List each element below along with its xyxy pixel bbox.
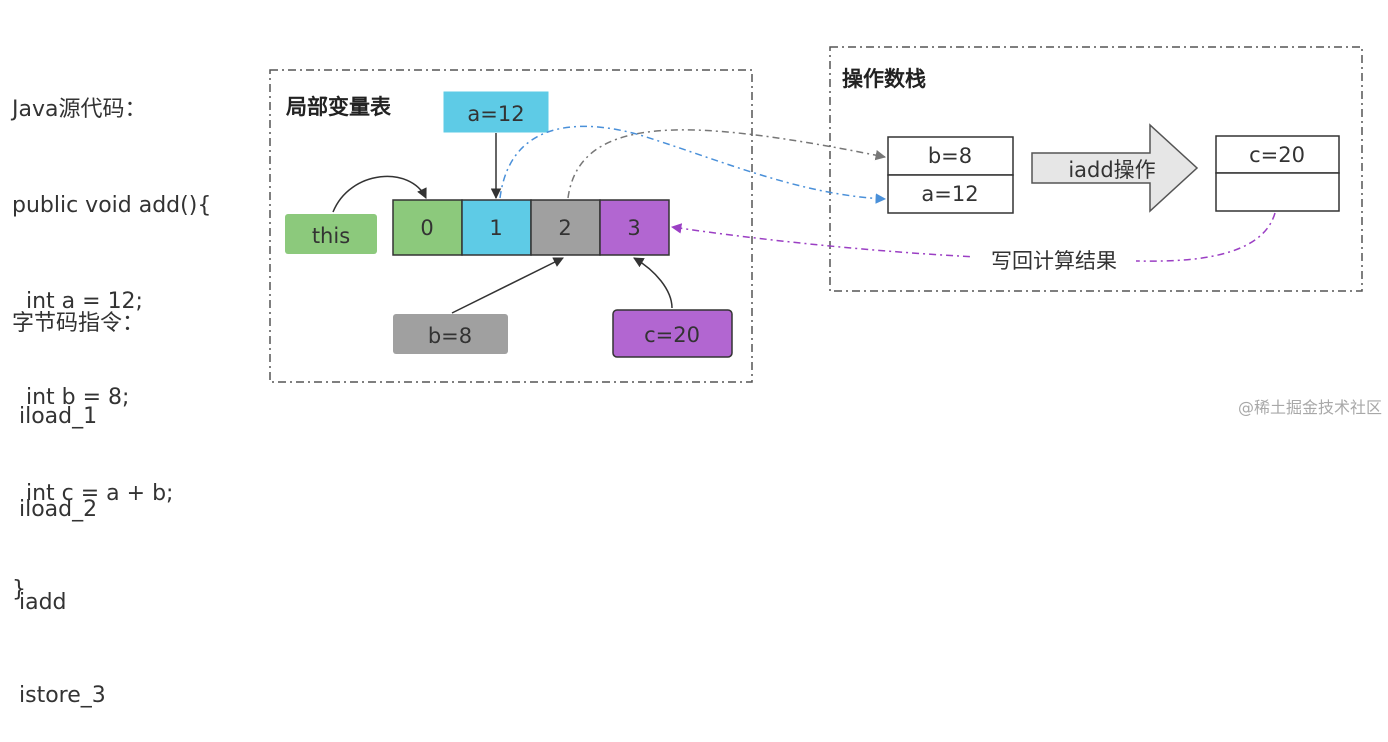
this-label: this bbox=[312, 224, 350, 248]
bytecode-title: 字节码指令： bbox=[12, 311, 145, 336]
result-top-value: c=20 bbox=[1249, 143, 1305, 167]
iadd-operation-arrow bbox=[1031, 123, 1199, 213]
stack-top-value: b=8 bbox=[928, 144, 972, 168]
a-value-label: a=12 bbox=[467, 102, 524, 126]
b-value-label: b=8 bbox=[428, 324, 472, 348]
c-value-box bbox=[612, 309, 733, 358]
slot-3 bbox=[599, 199, 670, 256]
result-top-cell bbox=[1215, 135, 1340, 174]
operand-stack-title: 操作数栈 bbox=[842, 67, 926, 91]
local-var-table-frame bbox=[269, 69, 753, 383]
watermark: @稀土掘金技术社区 bbox=[1237, 398, 1382, 417]
stack-bottom-value: a=12 bbox=[921, 182, 978, 206]
slot-1-index: 1 bbox=[489, 216, 502, 240]
code-line: int b = 8; bbox=[12, 385, 130, 410]
bytecode-line: iload_1 bbox=[12, 404, 98, 429]
load-b-arrow bbox=[567, 129, 887, 199]
bytecode-line: istore_3 bbox=[12, 683, 106, 708]
c-value-label: c=20 bbox=[644, 323, 700, 347]
this-box bbox=[285, 214, 377, 254]
write-back-label: 写回计算结果 bbox=[991, 249, 1117, 273]
stack-top-cell bbox=[887, 136, 1014, 176]
load-a-arrow bbox=[499, 125, 887, 204]
slot-0-index: 0 bbox=[420, 216, 433, 240]
c-to-slot3-arrow bbox=[633, 257, 673, 309]
b-to-slot2-arrow bbox=[451, 257, 564, 314]
local-var-table-title: 局部变量表 bbox=[286, 95, 392, 119]
code-line: int a = 12; bbox=[12, 289, 143, 314]
slot-1 bbox=[461, 199, 532, 256]
java-source-title: Java源代码： bbox=[12, 97, 147, 122]
this-to-slot0-arrow bbox=[332, 175, 427, 213]
iadd-operation-label: iadd操作 bbox=[1068, 158, 1155, 182]
slot-0 bbox=[392, 199, 463, 256]
slot-2 bbox=[530, 199, 601, 256]
write-back-label-bg bbox=[972, 245, 1136, 275]
stack-bottom-cell bbox=[887, 174, 1014, 214]
b-value-box bbox=[393, 314, 508, 354]
bytecode-line: iload_2 bbox=[12, 497, 98, 522]
a-value-box bbox=[443, 91, 549, 133]
operand-stack-frame bbox=[829, 46, 1363, 292]
slot-2-index: 2 bbox=[558, 216, 571, 240]
diagram-canvas: 局部变量表 操作数栈 a=12 this 0 1 2 3 b=8 c=20 b=… bbox=[269, 46, 1363, 383]
slot-3-index: 3 bbox=[627, 216, 640, 240]
bytecode-line: iadd bbox=[12, 590, 67, 615]
result-bottom-cell bbox=[1215, 172, 1340, 212]
code-line: public void add(){ bbox=[12, 193, 212, 218]
